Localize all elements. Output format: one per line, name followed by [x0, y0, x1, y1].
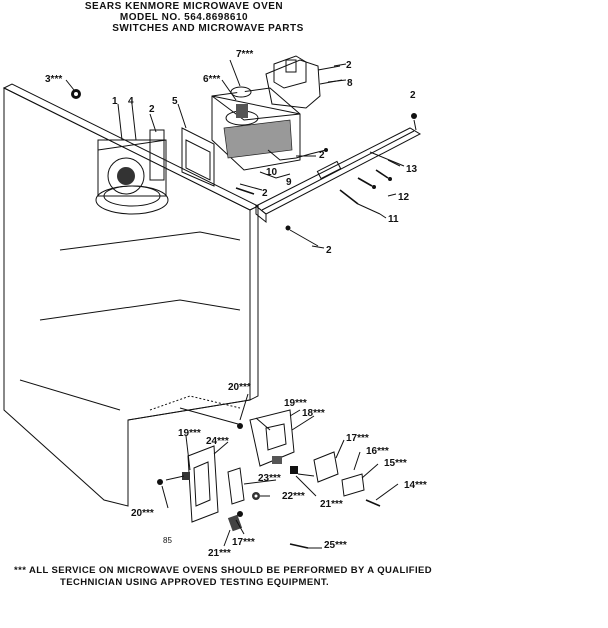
callout-9: 9 [286, 177, 292, 188]
service-warning: *** ALL SERVICE ON MICROWAVE OVENS SHOUL… [14, 565, 454, 589]
callout-2f: 2 [326, 245, 332, 256]
callout-4: 4 [128, 96, 134, 107]
callout-3: 3*** [45, 74, 62, 85]
warning-line-1: *** ALL SERVICE ON MICROWAVE OVENS SHOUL… [14, 565, 433, 576]
callout-2c: 2 [410, 90, 416, 101]
callout-7: 7*** [236, 49, 253, 60]
callout-25: 25*** [324, 540, 347, 551]
callout-20b: 20*** [131, 508, 154, 519]
callout-8: 8 [347, 78, 353, 89]
model-number: MODEL NO. 564.8698610 [119, 12, 249, 23]
blower-fan-assembly [95, 103, 169, 215]
callout-6: 6*** [203, 74, 220, 85]
callout-13: 13 [406, 164, 418, 175]
callout-11: 11 [388, 214, 399, 225]
callout-2d: 2 [319, 150, 325, 161]
callout-10: 10 [266, 167, 278, 178]
callout-2e: 2 [262, 188, 268, 199]
callout-19b: 19*** [178, 428, 201, 439]
part-12-fasteners [357, 169, 392, 189]
part-8-component [265, 55, 343, 109]
part-3-nut [65, 79, 81, 99]
callout-19a: 19*** [284, 398, 307, 409]
screws [235, 155, 319, 247]
callout-24: 24*** [206, 436, 229, 447]
callout-16: 16*** [366, 446, 389, 457]
diagram-title: SEARS KENMORE MICROWAVE OVEN [84, 1, 284, 12]
interlock-switches [227, 451, 365, 505]
callout-2b: 2 [346, 60, 352, 71]
callout-23: 23*** [258, 473, 281, 484]
page-mark: 85 [163, 536, 172, 545]
switch-fasteners [227, 492, 381, 549]
switch-bracket-lower [157, 445, 219, 523]
magnetron-assembly [211, 59, 301, 171]
callout-14: 14*** [404, 480, 427, 491]
callout-2a: 2 [149, 104, 155, 115]
switch-bracket-upper [237, 409, 295, 467]
callout-21b: 21*** [208, 548, 231, 559]
warning-line-2: TECHNICIAN USING APPROVED TESTING EQUIPM… [60, 577, 330, 588]
part-5-bracket [177, 103, 215, 187]
callout-20a: 20*** [228, 382, 251, 393]
callout-21a: 21*** [320, 499, 343, 510]
callout-17a: 17*** [346, 433, 369, 444]
section-title: SWITCHES AND MICROWAVE PARTS [112, 23, 304, 34]
part-11-rod [339, 189, 381, 215]
callout-15: 15*** [384, 458, 407, 469]
callout-5: 5 [172, 96, 178, 107]
callout-labels: 3*** 1 4 2 5 6*** 7*** 2 8 2 13 10 9 2 2… [45, 49, 427, 559]
wire-harness [239, 148, 328, 191]
callout-12: 12 [398, 192, 410, 203]
callout-17b: 17*** [232, 537, 255, 548]
callout-leaders [161, 63, 401, 549]
callout-22: 22*** [282, 491, 305, 502]
callout-18: 18*** [302, 408, 325, 419]
part-13-rail [255, 113, 422, 224]
callout-1: 1 [112, 96, 118, 107]
switch-group-leader [149, 395, 241, 425]
